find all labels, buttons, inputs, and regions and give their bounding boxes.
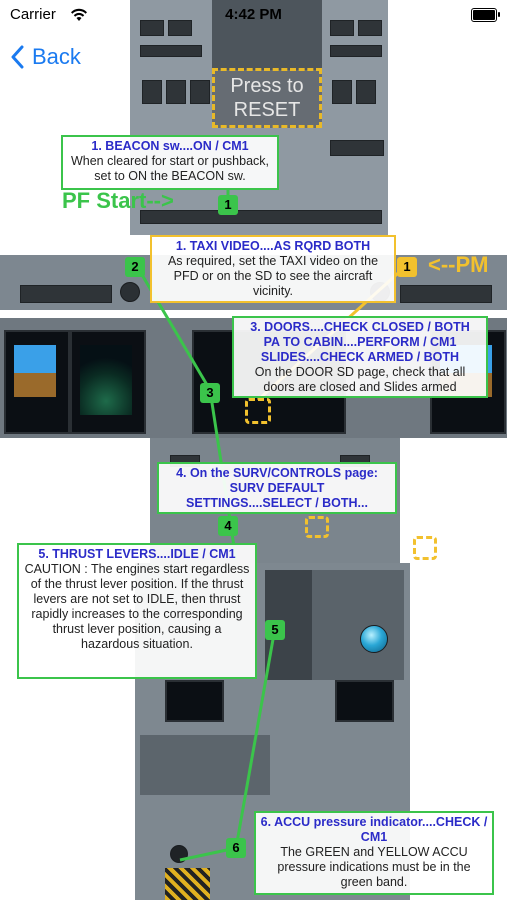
battery-icon [471, 8, 500, 22]
step-beacon-callout[interactable]: 1. BEACON sw....ON / CM1 When cleared fo… [61, 135, 279, 190]
step-beacon-badge[interactable]: 1 [218, 195, 238, 215]
step-surv-callout[interactable]: 4. On the SURV/CONTROLS page: SURV DEFAU… [157, 462, 397, 514]
step-thrust-badge[interactable]: 5 [265, 620, 285, 640]
step-2-badge[interactable]: 2 [125, 257, 145, 277]
step-taxi-video-badge[interactable]: 1 [397, 257, 417, 277]
step-thrust-title: 5. THRUST LEVERS....IDLE / CM1 [38, 547, 236, 561]
clock: 4:42 PM [225, 6, 282, 23]
step-surv-title: 4. On the SURV/CONTROLS page: SURV DEFAU… [176, 466, 378, 510]
pm-label: <--PM [428, 252, 489, 277]
step-doors-badge[interactable]: 3 [200, 383, 220, 403]
step-thrust-callout[interactable]: 5. THRUST LEVERS....IDLE / CM1 CAUTION :… [17, 543, 257, 679]
step-taxi-video-title: 1. TAXI VIDEO....AS RQRD BOTH [175, 239, 371, 253]
step-accu-body: The GREEN and YELLOW ACCU pressure indic… [277, 845, 471, 889]
carrier-label: Carrier [10, 6, 56, 23]
step-accu-callout[interactable]: 6. ACCU pressure indicator....CHECK / CM… [254, 811, 494, 895]
reset-button[interactable]: Press to RESET [212, 68, 322, 128]
step-accu-badge[interactable]: 6 [226, 838, 246, 858]
step-surv-badge[interactable]: 4 [218, 516, 238, 536]
status-bar: Carrier 4:42 PM [0, 0, 507, 30]
step-doors-title: 3. DOORS....CHECK CLOSED / BOTH PA TO CA… [250, 320, 470, 364]
surv-highlight [305, 516, 329, 538]
step-doors-callout[interactable]: 3. DOORS....CHECK CLOSED / BOTH PA TO CA… [232, 316, 488, 398]
step-doors-body: On the DOOR SD page, check that all door… [254, 365, 466, 394]
step-taxi-video-body: As required, set the TAXI video on the P… [167, 254, 379, 298]
step-taxi-video-callout[interactable]: 1. TAXI VIDEO....AS RQRD BOTH As require… [150, 235, 396, 303]
taxi-video-highlight [245, 398, 271, 424]
reset-label: Press to RESET [230, 75, 304, 121]
chevron-left-icon [11, 45, 24, 69]
step-thrust-body: CAUTION : The engines start regardless o… [24, 562, 250, 651]
back-button[interactable]: Back [10, 42, 81, 72]
back-label: Back [32, 44, 81, 69]
extra-highlight [413, 536, 437, 560]
step-beacon-title: 1. BEACON sw....ON / CM1 [91, 139, 249, 153]
step-beacon-body: When cleared for start or pushback, set … [70, 154, 269, 183]
pf-start-label: PF Start--> [62, 188, 174, 213]
step-accu-title: 6. ACCU pressure indicator....CHECK / CM… [260, 815, 488, 844]
wifi-icon [71, 8, 87, 21]
